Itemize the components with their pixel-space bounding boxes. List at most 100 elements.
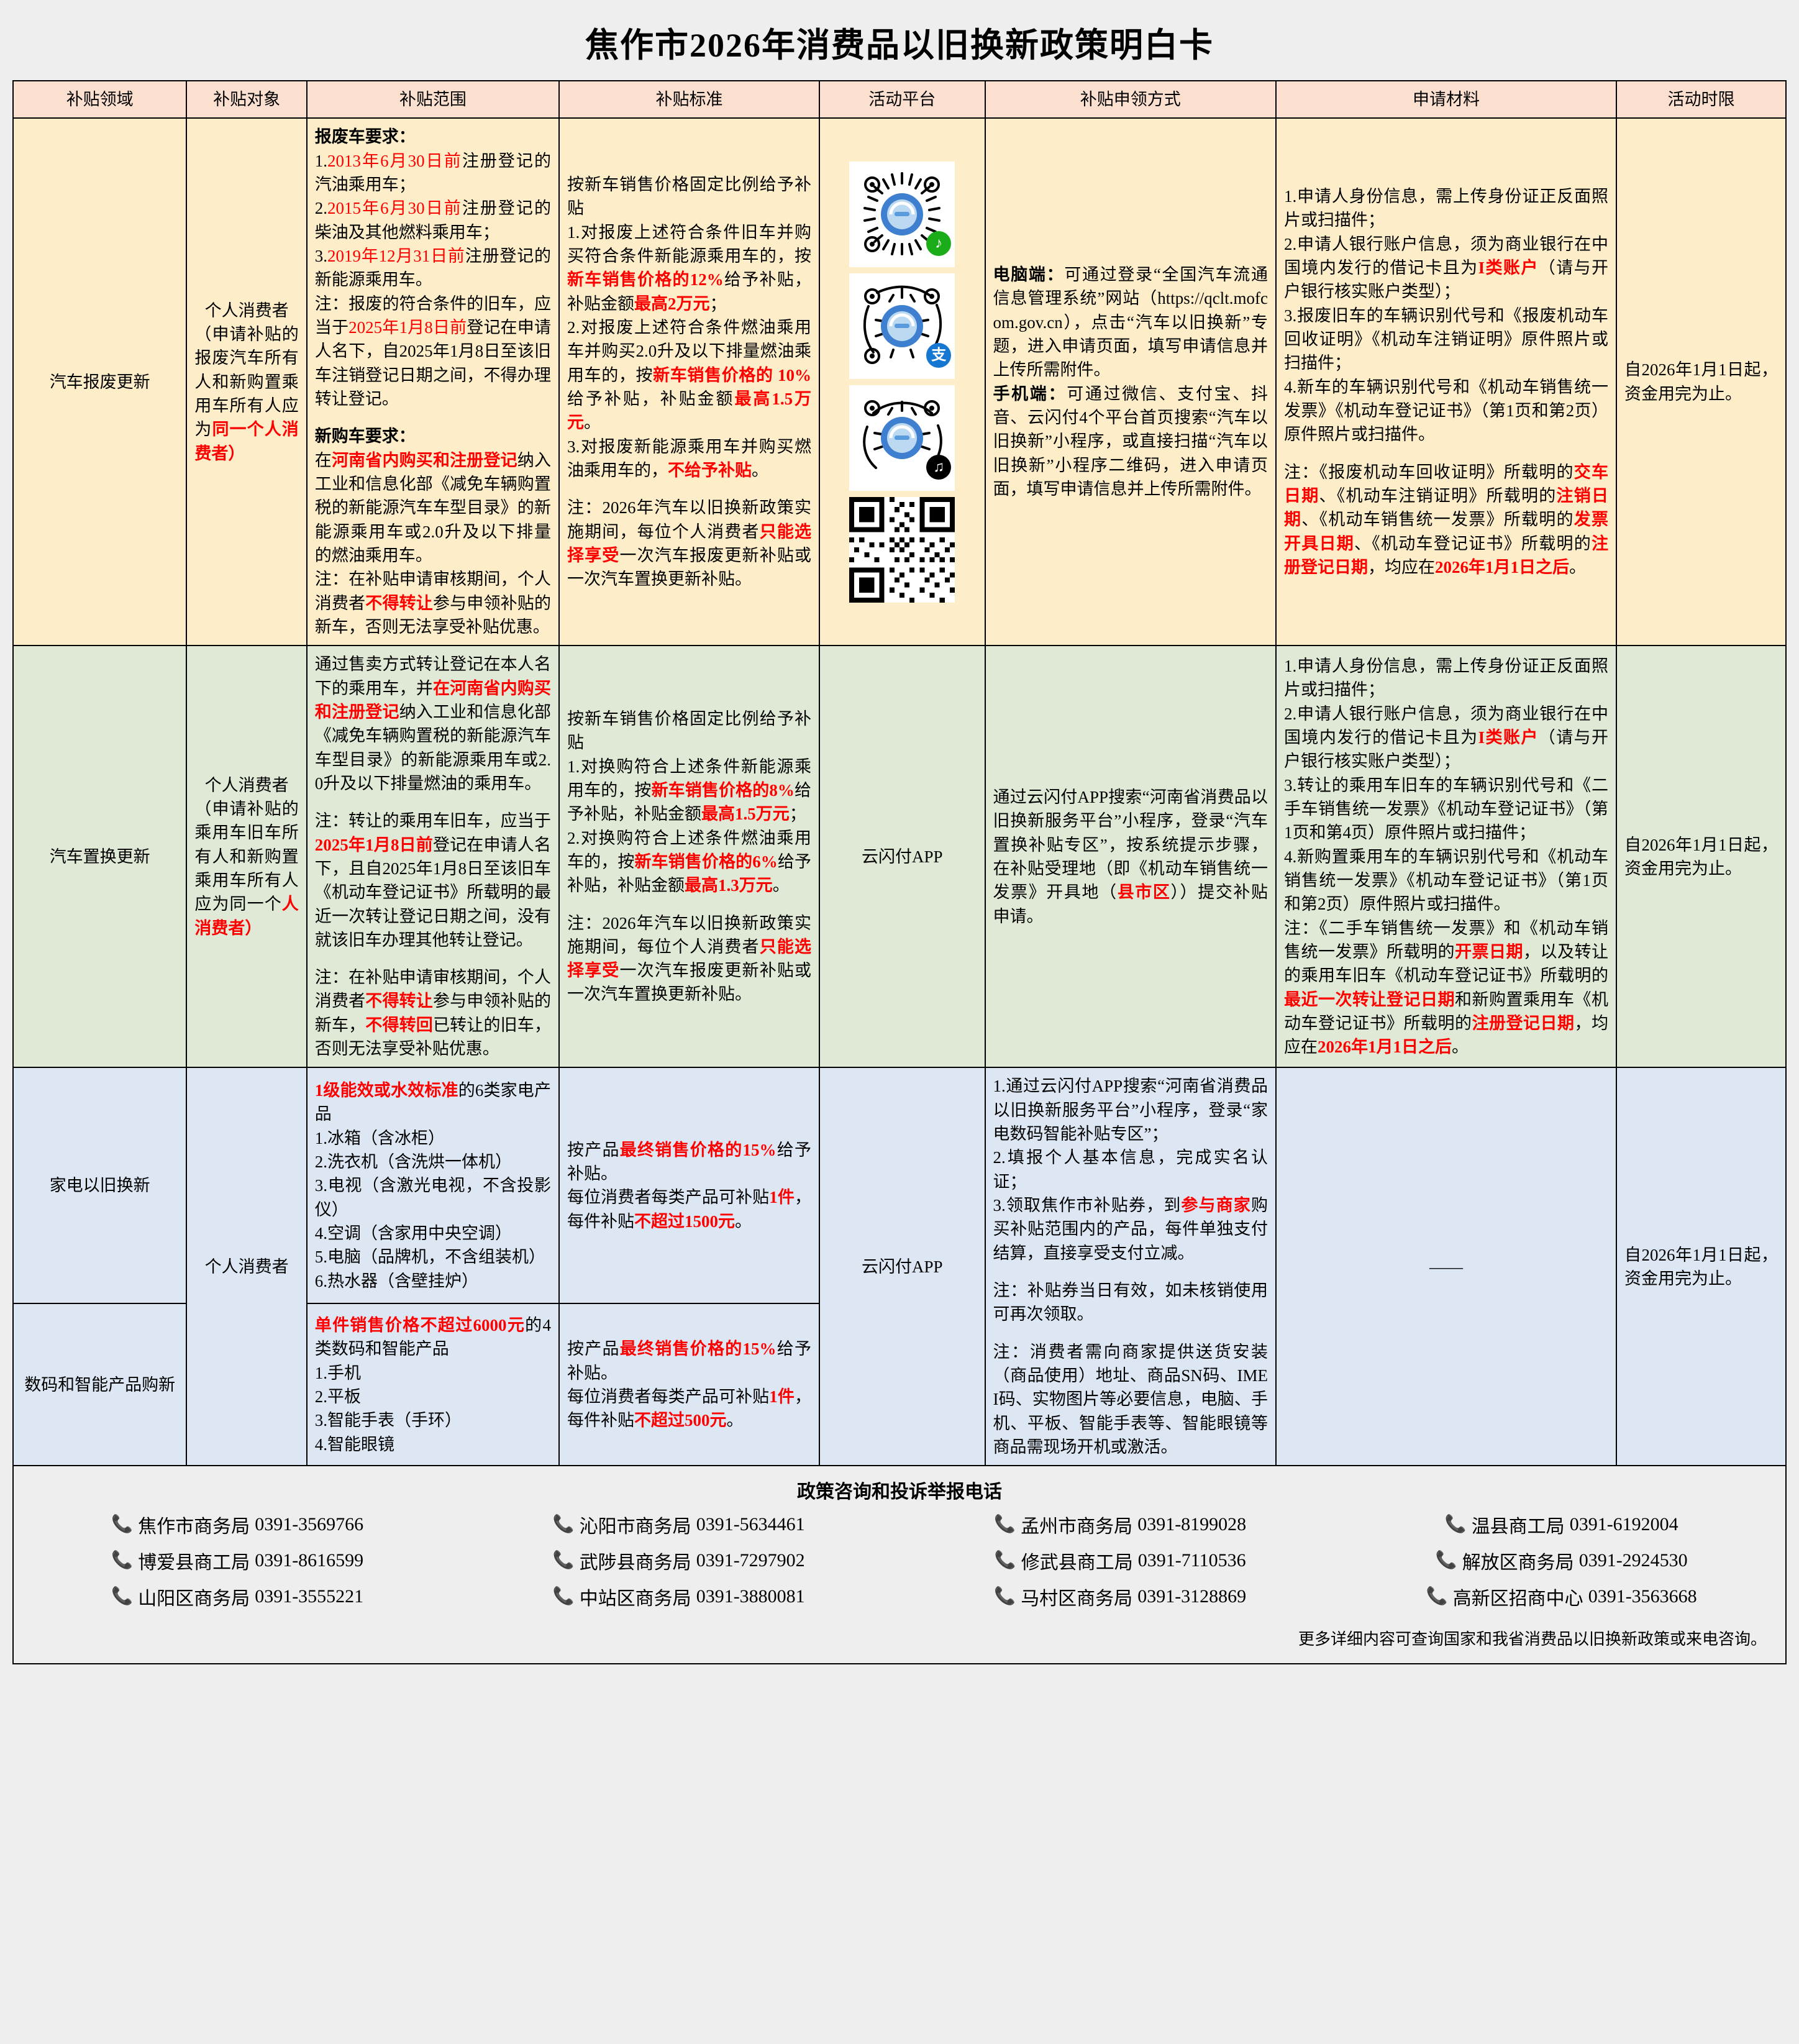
material-2: 2.申请人银行账户信息，须为商业银行在中国境内发行的借记卡且为I类账户（请与开户… [1284, 702, 1608, 773]
material-1: 1.申请人身份信息，需上传身份证正反面照片或扫描件； [1284, 657, 1609, 700]
cell-period-auto-scrap: 自2026年1月1日起，资金用完为止。 [1616, 117, 1787, 647]
scope-note-b-rest: 参与申领补贴的新车，否则无法享受补贴优惠。 [314, 593, 551, 636]
apply-mobile-label: 手机端： [993, 384, 1067, 403]
cell-period-auto-swap: 自2026年1月1日起，资金用完为止。 [1616, 645, 1787, 1069]
cell-field-digital: 数码和智能产品购新 [12, 1303, 188, 1467]
standard-note-pre: 注：2026年汽车以旧换新政策实施期间，每位个人消费者 [567, 498, 812, 541]
cell-field-auto-scrap: 汽车报废更新 [12, 117, 188, 647]
col-header-scope: 补贴范围 [306, 80, 560, 119]
standard-line-2-cap: 不超过500元 [634, 1411, 727, 1430]
standard-line-2-cap: 不超过1500元 [634, 1211, 735, 1231]
scope-note-a-pre: 注：报废的符合条件的旧车，应当于 [314, 294, 551, 337]
scope-newcar-req: 在河南省内购买和注册登记纳入工业和信息化部《减免车辆购置税的新能源汽车车型目录》… [315, 449, 551, 568]
standard-item-1-cap: 最高1.5万元 [701, 805, 790, 824]
apply-mobile: 手机端：可通过微信、支付宝、抖音、云闪付4个平台首页搜索“汽车以旧换新”小程序，… [993, 382, 1268, 501]
standard-item-1: 1.对换购符合上述条件新能源乘用车的，按新车销售价格的8%给予补贴，补贴金额最高… [567, 755, 811, 826]
spacer [993, 1326, 1268, 1340]
phone-icon: 📞 [1444, 1515, 1467, 1535]
phone-icon: 📞 [552, 1515, 575, 1535]
spacer [315, 952, 551, 965]
policy-table: 补贴领域 补贴对象 补贴范围 补贴标准 活动平台 补贴申领方式 申请材料 活动时… [12, 80, 1787, 1467]
phone-number: 0391-3555221 [255, 1586, 364, 1607]
phone-number: 0391-3563668 [1588, 1586, 1697, 1607]
scope-head-rest: 的4类数码和智能产品 [314, 1315, 551, 1359]
standard-note: 注：2026年汽车以旧换新政策实施期间，每位个人消费者只能选择享受一次汽车报废更… [567, 496, 811, 591]
standard-item-1-end: ； [789, 805, 806, 824]
material-2-rest: （请与开户银行核实账户类型）； [1284, 728, 1609, 771]
alipay-badge-icon: 支 [926, 342, 952, 368]
cell-field-auto-swap: 汽车置换更新 [12, 645, 188, 1069]
scope-main: 通过售卖方式转让登记在本人名下的乘用车，并在河南省内购买和注册登记纳入工业和信息… [315, 652, 551, 795]
standard-item-1-pre: 1.对报废上述符合条件旧车并购买符合条件新能源乘用车的，按 [567, 222, 812, 265]
material-2-highlight: I类账户 [1478, 258, 1539, 278]
standard-item-2-end: 。 [772, 876, 790, 895]
cell-materials-auto-swap: 1.申请人身份信息，需上传身份证正反面照片或扫描件； 2.申请人银行账户信息，须… [1275, 645, 1618, 1069]
qr-code-list: ♪ [827, 158, 977, 606]
standard-line-1: 按产品最终销售价格的15%给予补贴。 [567, 1337, 811, 1385]
material-note-m2: 、《机动车销售统一发票》所载明的 [1301, 510, 1574, 529]
target-line2: （申请补贴的乘用车旧车所有人和新购置乘用车所有人应为同一个 [194, 800, 299, 914]
material-note-end: 。 [1569, 558, 1586, 577]
phone-icon: 📞 [1435, 1551, 1457, 1571]
scope-newcar-rest: 纳入工业和信息化部《减免车辆购置税的新能源汽车车型目录》的新能源乘用车或2.0升… [314, 450, 551, 565]
phone-org: 博爱县商工局 [138, 1553, 250, 1574]
phone-icon: 📞 [111, 1551, 134, 1571]
standard-item-1-cap: 最高2万元 [634, 294, 710, 313]
scope-main-rest: 纳入工业和信息化部《减免车辆购置税的新能源汽车车型目录》的新能源乘用车或2.0升… [314, 702, 551, 793]
wechat-mini-program-qr-icon[interactable]: ♪ [849, 161, 955, 267]
standard-item-2-cap: 最高1.3万元 [684, 876, 773, 895]
cell-scope-appliance: 1级能效或水效标准的6类家电产品 1.冰箱（含冰柜） 2.洗衣机（含洗烘一体机）… [306, 1067, 560, 1305]
phone-icon: 📞 [111, 1515, 134, 1535]
standard-item-3-pre: 3.对报废新能源乘用车并购买燃油乘用车的， [567, 437, 812, 480]
material-note-date4: 2026年1月1日之后 [1318, 1038, 1452, 1057]
phone-icon: 📞 [552, 1587, 575, 1607]
standard-line-2-end: 。 [734, 1211, 752, 1231]
scope-head: 单件销售价格不超过6000元的4类数码和智能产品 [315, 1313, 551, 1361]
cell-target-appliance: 个人消费者 [186, 1067, 307, 1467]
scope-main-pre: 通过售卖方式转让登记在本人名下的乘用车，并 [314, 655, 551, 698]
standard-item-1-rate: 新车销售价格的12% [567, 270, 724, 290]
spacer [567, 482, 811, 496]
scope-note-a-rest: 登记在申请人名下，且自2025年1月8日至该旧车《机动车登记证书》所载明的最近一… [314, 835, 551, 949]
material-3: 3.报废旧车的车辆识别代号和《报废机动车回收证明》《机动车注销证明》原件照片或扫… [1284, 306, 1609, 373]
wechat-badge-icon: ♪ [926, 230, 952, 256]
phone-org: 焦作市商务局 [138, 1517, 250, 1538]
standard-line-2: 每位消费者每类产品可补贴1件，每件补贴不超过500元。 [567, 1385, 811, 1433]
scope-item: 3.电视（含激光电视，不含投影仪） [314, 1176, 551, 1219]
unionpay-qr-icon[interactable] [849, 496, 955, 603]
standard-item-1-end: ； [709, 294, 727, 313]
standard-item-1-mid: 给予补贴，补贴金额 [567, 780, 812, 824]
alipay-mini-program-qr-icon[interactable]: 支 [849, 273, 955, 379]
cell-platform-appliance: 云闪付APP [819, 1067, 986, 1467]
standard-line-2-count: 1件 [769, 1387, 795, 1406]
scope-note-a-rest: 登记在申请人名下，自2025年1月8日至该旧车注销登记日期之间，不得办理转让登记… [314, 317, 551, 408]
scope-note-b: 注：在补贴申请审核期间，个人消费者不得转让参与申领补贴的新车，不得转回已转让的旧… [315, 965, 551, 1061]
scope-item-3: 3.2019年12月31日前注册登记的新能源乘用车。 [315, 244, 551, 292]
material-note-date3: 注册登记日期 [1472, 1013, 1575, 1033]
cell-apply-auto-swap: 通过云闪付APP搜索“河南省消费品以旧换新服务平台”小程序，登录“汽车置换补贴专… [984, 645, 1277, 1069]
standard-item-3-end: 。 [751, 460, 768, 480]
phone-org: 山阳区商务局 [138, 1589, 250, 1610]
target-line3: 人消费者） [194, 895, 299, 938]
douyin-badge-icon: ♫ [926, 454, 952, 480]
apply-mobile-text: 可通过微信、支付宝、抖音、云闪付4个平台首页搜索“汽车以旧换新”小程序，或直接扫… [993, 384, 1268, 499]
standard-item-2-pre: 2.对换购符合上述条件燃油乘用车的，按 [567, 828, 812, 871]
material-4: 4.新车的车辆识别代号和《机动车销售统一发票》《机动车登记证书》（第1页和第2页… [1284, 377, 1609, 444]
standard-line-2-count: 1件 [769, 1188, 795, 1207]
apply-step-3-pre: 3.领取焦作市补贴券，到 [993, 1196, 1182, 1215]
phone-number: 0391-3128869 [1137, 1586, 1247, 1607]
douyin-mini-program-qr-icon[interactable]: ♫ [849, 385, 955, 491]
